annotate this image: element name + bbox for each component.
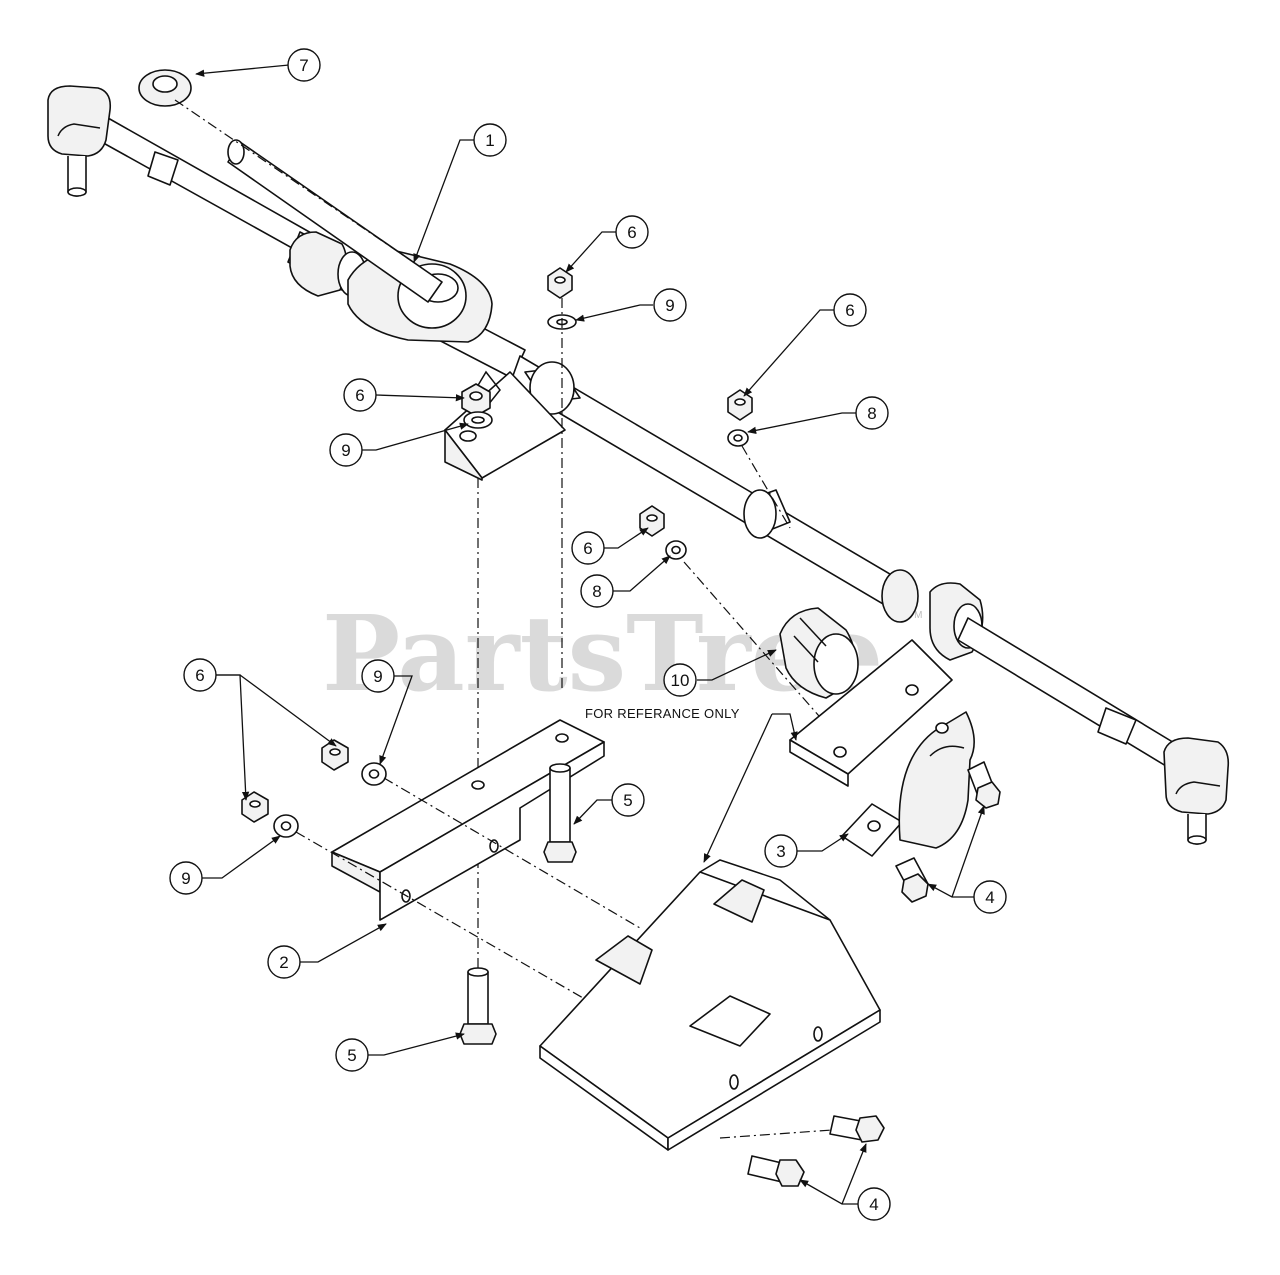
leader-4-lower-left [799, 1179, 858, 1205]
leader-9-top [575, 304, 653, 322]
leader-6-right [743, 309, 835, 397]
tie-rod-assembly [47, 85, 1230, 845]
leader-10 [697, 649, 777, 681]
callout-8-mid: 8 [580, 574, 614, 608]
callout-7-label: 7 [299, 56, 308, 75]
callout-4-clamp-label: 4 [985, 888, 994, 907]
callout-9-left-lower: 9 [169, 861, 203, 895]
centerline-7-to-boss [174, 99, 423, 269]
washer-part-9-left-upper [361, 762, 387, 786]
bolt-part-4-clamp-upper [967, 761, 1001, 809]
leader-6-left-lower [216, 674, 250, 801]
nut-part-6-top-center [547, 267, 573, 299]
callout-6-right: 6 [833, 293, 867, 327]
callout-8-right-label: 8 [867, 404, 876, 423]
callout-6-left-pair: 6 [183, 658, 217, 692]
callout-leaders [195, 64, 985, 1205]
leader-2 [300, 923, 387, 963]
washer-part-8-mid [665, 540, 687, 560]
centerline-left-lower [295, 831, 591, 1003]
leader-6-left-upper [216, 674, 337, 747]
callout-6-right-label: 6 [845, 301, 854, 320]
reference-plate-lower [539, 859, 881, 1151]
callout-9-left-upper: 9 [361, 659, 395, 693]
reference-note: FOR REFERANCE ONLY [585, 706, 740, 721]
callout-9-left: 9 [329, 433, 363, 467]
reference-bracket-strap [789, 639, 953, 787]
callout-10: 10 [663, 663, 697, 697]
callout-4-lower-label: 4 [869, 1195, 878, 1214]
clamp-part-3 [841, 711, 975, 857]
watermark-trademark: TM [908, 610, 922, 621]
centerline-right-tube [741, 445, 791, 529]
nut-part-6-right-tube [727, 389, 753, 421]
leader-5-right [573, 799, 612, 825]
callout-10-label: 10 [671, 671, 690, 690]
callout-9-left-lower-label: 9 [181, 869, 190, 888]
callout-1-label: 1 [485, 131, 494, 150]
bolt-part-4-clamp-lower [895, 857, 929, 903]
callout-5-right-label: 5 [623, 791, 632, 810]
washer-part-8-right-tube [727, 429, 749, 447]
leader-4-clamp-lower [927, 883, 974, 898]
leader-note-strap [772, 713, 798, 741]
leader-5-left [368, 1032, 465, 1056]
leader-6-top [565, 231, 617, 273]
callout-4-lower: 4 [857, 1187, 891, 1221]
callout-6-mid-label: 6 [583, 539, 592, 558]
callout-2-label: 2 [279, 953, 288, 972]
spacer-part-7 [138, 69, 192, 107]
leader-9-left-upper [379, 675, 413, 765]
callout-4-clamp: 4 [973, 880, 1007, 914]
leader-note-plate [703, 713, 773, 863]
bolt-part-5-left [459, 967, 497, 1045]
leader-3 [797, 833, 849, 852]
callout-6-mid: 6 [571, 531, 605, 565]
callout-6-top-label: 6 [627, 223, 636, 242]
callout-9-top: 9 [653, 288, 687, 322]
leader-6-mid [604, 527, 649, 549]
nut-part-6-left-upper [321, 739, 349, 771]
leader-1 [413, 139, 475, 263]
callout-1: 1 [473, 123, 507, 157]
callout-9-left-upper-label: 9 [373, 667, 382, 686]
callout-6-left-label: 6 [355, 386, 364, 405]
centerline-plate-bolt [719, 1127, 861, 1139]
callout-5-left: 5 [335, 1038, 369, 1072]
callout-2: 2 [267, 945, 301, 979]
callout-3-label: 3 [776, 842, 785, 861]
leader-8-mid [613, 555, 671, 592]
angle-bracket-part-2 [331, 719, 605, 921]
leader-4-lower-right [841, 1143, 867, 1205]
callout-3: 3 [764, 834, 798, 868]
centerline-left-upper [383, 777, 641, 929]
bushing-part-10 [779, 607, 859, 699]
callout-8-mid-label: 8 [592, 582, 601, 601]
leader-9-left-lower [202, 835, 281, 879]
nut-part-6-left-bracket [461, 383, 491, 417]
callout-8-right: 8 [855, 396, 889, 430]
callout-9-left-label: 9 [341, 441, 350, 460]
leader-9-left [362, 422, 469, 451]
leader-6-left [375, 394, 465, 402]
callout-7: 7 [287, 48, 321, 82]
leader-4-clamp-upper [951, 805, 985, 898]
leader-8-right [747, 412, 856, 434]
mount-bracket-left [444, 370, 566, 481]
callout-6-left-pair-label: 6 [195, 666, 204, 685]
callout-5-left-label: 5 [347, 1046, 356, 1065]
callout-9-top-label: 9 [665, 296, 674, 315]
callout-6-top: 6 [615, 215, 649, 249]
bolt-part-5-right [543, 763, 577, 863]
washer-part-9-left-bracket [463, 411, 493, 429]
bolt-part-4-lower-left [747, 1155, 805, 1187]
washer-part-9-left-lower [273, 814, 299, 838]
callout-6-left: 6 [343, 378, 377, 412]
leader-7 [195, 64, 290, 77]
callout-5-right: 5 [611, 783, 645, 817]
bolt-part-4-lower-right [829, 1115, 885, 1143]
